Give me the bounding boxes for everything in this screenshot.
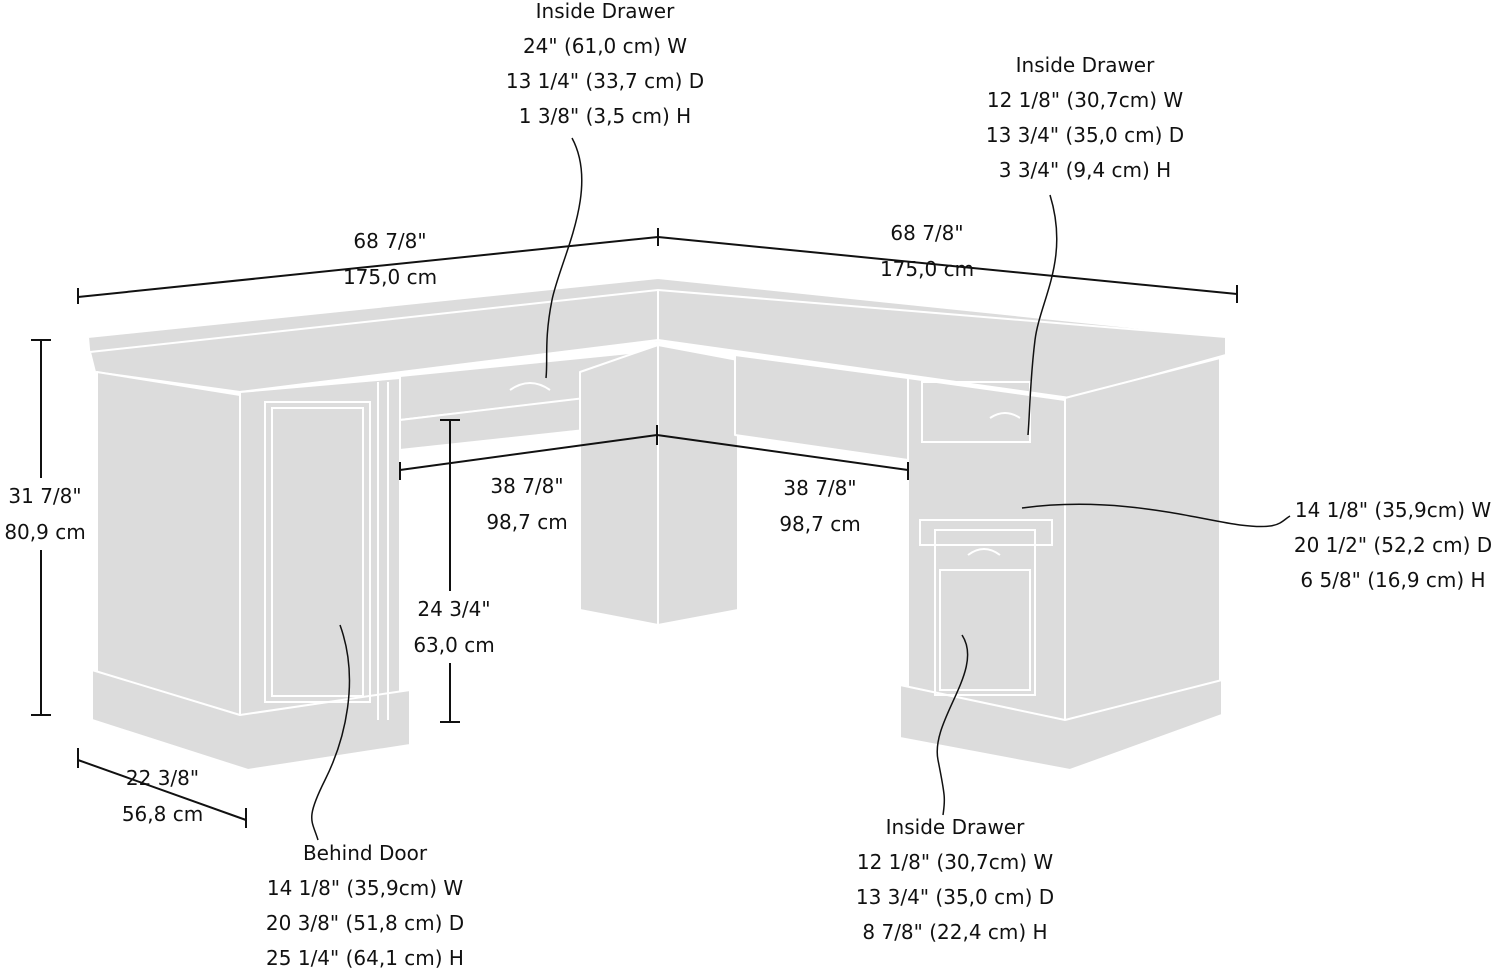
dim-knee-left: 38 7/8" 98,7 cm [462,468,592,540]
dim-left-width: 68 7/8" 175,0 cm [320,223,460,295]
depth-line [77,759,247,821]
center-column-right [657,344,739,626]
leader-behind-door [311,624,351,841]
right-pedestal-front [907,377,1066,726]
right-width-line [657,236,1238,295]
dim-cm: 175,0 cm [879,257,975,281]
dim-inches: 24 3/4" [417,597,491,621]
dim-cm: 175,0 cm [342,265,438,289]
label-depth: 20 3/8" (51,8 cm) D [265,911,465,935]
drawer-handle-bottom [967,548,1001,556]
left-width-line [77,236,659,298]
label-title: Inside Drawer [885,815,1025,839]
dim-depth: 22 3/8" 56,8 cm [100,760,225,832]
label-title: Inside Drawer [1015,53,1155,77]
knee-right-line [656,434,909,471]
dim-knee-height: 24 3/4" 63,0 cm [404,591,504,663]
label-width: 24" (61,0 cm) W [522,34,688,58]
label-height: 3 3/4" (9,4 cm) H [998,158,1172,182]
dim-inches: 68 7/8" [890,221,964,245]
label-title: Behind Door [302,841,428,865]
leader-right-drawer [1027,194,1058,436]
left-pedestal-base [91,669,411,771]
desk-details [264,381,1053,720]
dim-height: 31 7/8" 80,9 cm [0,478,90,550]
dim-inches: 38 7/8" [490,474,564,498]
dim-inches: 68 7/8" [353,229,427,253]
dim-inches: 38 7/8" [783,476,857,500]
leader-lines [311,137,1291,841]
label-width: 12 1/8" (30,7cm) W [986,88,1184,112]
left-door-panel [264,401,371,703]
drawer-handle-top [509,382,551,391]
label-height: 8 7/8" (22,4 cm) H [862,920,1048,944]
dim-knee-right: 38 7/8" 98,7 cm [755,470,885,542]
label-inside-drawer-bottom: Inside Drawer 12 1/8" (30,7cm) W 13 3/4"… [835,810,1075,950]
label-depth: 13 3/4" (35,0 cm) D [985,123,1185,147]
label-height: 25 1/4" (64,1 cm) H [266,946,464,970]
label-width: 14 1/8" (35,9cm) W [266,876,464,900]
dim-inches: 22 3/8" [125,766,200,790]
dim-cm: 98,7 cm [486,510,568,534]
label-inside-drawer-right: Inside Drawer 12 1/8" (30,7cm) W 13 3/4"… [965,48,1205,188]
right-shelf [919,519,1053,546]
dim-cm: 80,9 cm [4,520,86,544]
label-depth: 20 1/2" (52,2 cm) D [1293,533,1493,557]
dim-cm: 63,0 cm [413,633,495,657]
leader-shelf [1021,503,1291,528]
dim-right-width: 68 7/8" 175,0 cm [857,215,997,287]
label-height: 1 3/8" (3,5 cm) H [518,104,692,128]
leader-bottom-drawer [936,634,969,816]
drawer-handle-right [989,412,1021,419]
label-behind-door: Behind Door 14 1/8" (35,9cm) W 20 3/8" (… [245,836,485,976]
label-title: Inside Drawer [535,0,675,23]
leader-top-drawer [545,137,583,379]
label-shelf-right: 14 1/8" (35,9cm) W 20 1/2" (52,2 cm) D 6… [1280,493,1500,598]
desk-body [87,277,1227,771]
knee-left-line [399,434,658,471]
desktop-left-edge [89,289,659,393]
label-width: 12 1/8" (30,7cm) W [856,850,1054,874]
dim-cm: 56,8 cm [121,802,204,826]
label-width: 14 1/8" (35,9cm) W [1294,498,1492,522]
right-bottom-drawer [934,529,1036,696]
label-depth: 13 1/4" (33,7 cm) D [505,69,705,93]
label-inside-drawer-top: Inside Drawer 24" (61,0 cm) W 13 1/4" (3… [490,0,720,134]
label-depth: 13 3/4" (35,0 cm) D [855,885,1055,909]
dim-cm: 98,7 cm [779,512,861,536]
right-pedestal-base [899,679,1223,771]
dim-inches: 31 7/8" [8,484,82,508]
label-height: 6 5/8" (16,9 cm) H [1300,568,1486,592]
